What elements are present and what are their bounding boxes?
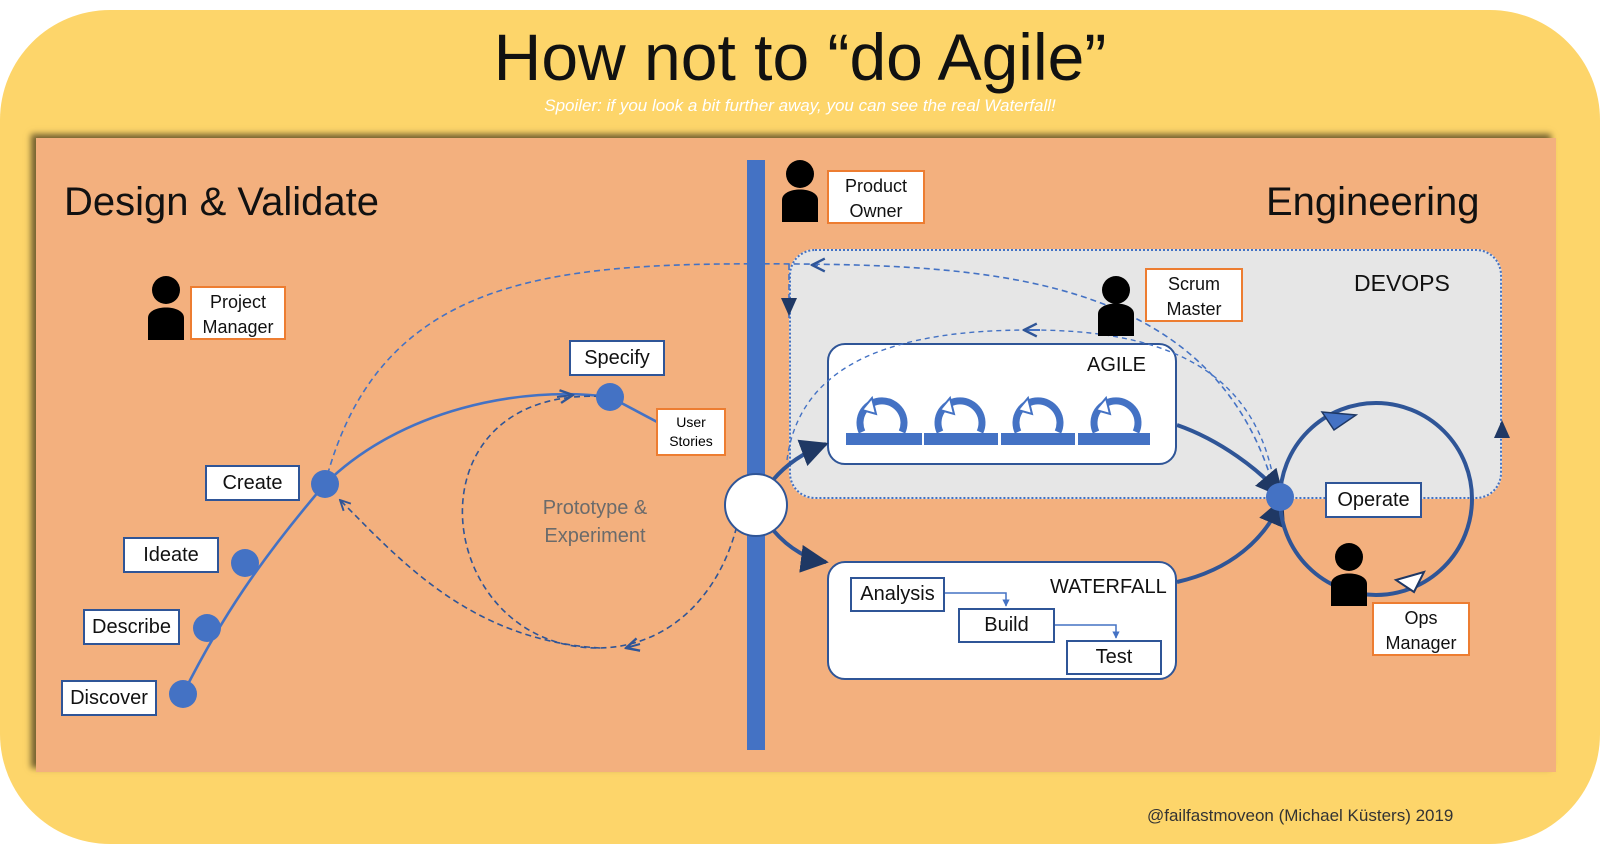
role-project-manager: Project Manager bbox=[190, 286, 286, 340]
agile-label: AGILE bbox=[1087, 354, 1146, 376]
divider-bar bbox=[747, 160, 765, 750]
stage-discover: Discover bbox=[61, 680, 157, 716]
stage-ideate: Ideate bbox=[123, 537, 219, 573]
node-create bbox=[311, 470, 339, 498]
page-subtitle: Spoiler: if you look a bit further away,… bbox=[544, 96, 1056, 115]
role-project-manager-line2: Manager bbox=[202, 317, 274, 337]
role-project-manager-line1: Project bbox=[209, 292, 267, 312]
operate-cycle-arrow-top bbox=[1320, 411, 1359, 432]
feedback-down-arrowhead bbox=[781, 298, 797, 316]
devops-label: DEVOPS bbox=[1354, 270, 1450, 296]
section-title-engineering: Engineering bbox=[1266, 180, 1480, 224]
hub-node bbox=[724, 473, 788, 537]
role-scrum-master-line2: Master bbox=[1166, 299, 1222, 319]
sprint-icon-3 bbox=[1001, 395, 1075, 445]
flow-agile-to-operate bbox=[1176, 423, 1284, 499]
prototype-experiment-label: Prototype & Experiment bbox=[525, 494, 665, 550]
flow-to-agile bbox=[771, 439, 829, 482]
prototype-back-arrow bbox=[626, 644, 640, 648]
waterfall-step-build: Build bbox=[958, 608, 1055, 643]
role-product-owner: Product Owner bbox=[827, 170, 925, 224]
sprint-icon-1 bbox=[846, 395, 922, 445]
role-product-owner-line1: Product bbox=[844, 176, 908, 196]
waterfall-step-test: Test bbox=[1066, 640, 1162, 675]
stage-specify: Specify bbox=[569, 340, 665, 376]
page-title: How not to “do Agile” bbox=[493, 20, 1107, 94]
waterfall-label: WATERFALL bbox=[1050, 576, 1167, 598]
operate-label: Operate bbox=[1325, 482, 1422, 518]
person-icon-ops-manager bbox=[1331, 543, 1367, 606]
node-discover bbox=[169, 680, 197, 708]
role-scrum-master-line1: Scrum bbox=[1167, 274, 1220, 294]
user-stories-note: User Stories bbox=[656, 408, 726, 456]
role-ops-manager-line1: Ops bbox=[1404, 608, 1438, 628]
devops-up-arrow bbox=[1494, 420, 1510, 438]
person-icon-scrum-master bbox=[1098, 276, 1134, 336]
user-stories-line2: Stories bbox=[669, 433, 713, 449]
prototype-loop bbox=[461, 395, 742, 649]
node-describe bbox=[193, 614, 221, 642]
curve-arrow-specify bbox=[556, 395, 573, 397]
role-ops-manager: Ops Manager bbox=[1372, 602, 1470, 656]
person-icon-product-owner bbox=[782, 160, 818, 222]
flow-to-waterfall bbox=[771, 528, 829, 573]
feedback-loop-outer bbox=[324, 263, 1277, 497]
credit-text: @failfastmoveon (Michael Küsters) 2019 bbox=[1147, 806, 1454, 825]
stage-describe: Describe bbox=[83, 609, 180, 645]
waterfall-step-arrow-2 bbox=[1055, 624, 1120, 639]
node-ideate bbox=[231, 549, 259, 577]
waterfall-step-analysis: Analysis bbox=[850, 577, 945, 612]
person-icon-project-manager bbox=[148, 276, 184, 340]
flow-waterfall-to-operate bbox=[1176, 497, 1286, 584]
node-operate bbox=[1266, 483, 1294, 511]
role-product-owner-line2: Owner bbox=[849, 201, 903, 221]
section-title-design: Design & Validate bbox=[64, 180, 379, 224]
node-specify bbox=[596, 383, 624, 411]
role-ops-manager-line2: Manager bbox=[1385, 633, 1457, 653]
role-scrum-master: Scrum Master bbox=[1145, 268, 1243, 322]
user-stories-line1: User bbox=[676, 414, 706, 430]
sprint-icon-4 bbox=[1078, 395, 1150, 445]
operate-cycle-arrow-bottom bbox=[1393, 570, 1426, 594]
prototype-line1: Prototype & bbox=[542, 497, 648, 519]
stage-create: Create bbox=[205, 465, 300, 501]
prototype-to-create bbox=[340, 500, 601, 649]
sprint-icon-2 bbox=[924, 395, 998, 445]
prototype-line2: Experiment bbox=[544, 525, 646, 547]
waterfall-step-arrow-1 bbox=[945, 592, 1010, 607]
